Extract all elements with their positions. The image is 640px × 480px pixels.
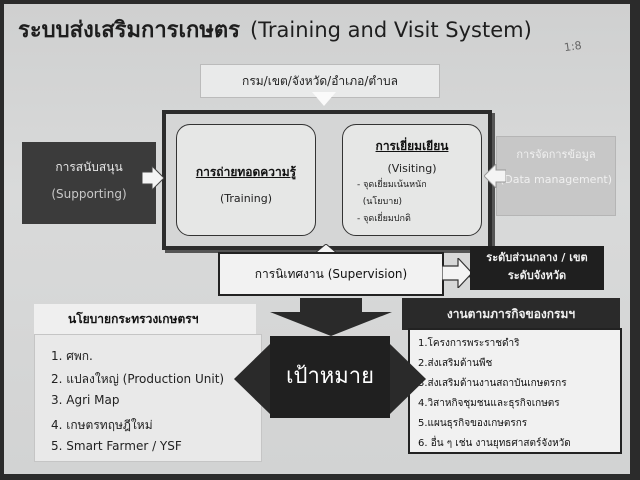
mission-title: งานตามภารกิจของกรมฯ	[402, 298, 620, 330]
data-management-english: (Data management)	[499, 173, 613, 186]
mission-item: 5.แผนธุรกิจของเกษตรกร	[418, 418, 528, 429]
policy-item: 1. ศพก.	[51, 349, 93, 363]
slide: ระบบส่งเสริมการเกษตร (Training and Visit …	[4, 4, 630, 474]
supporting-box: การสนับสนุน (Supporting)	[22, 142, 156, 224]
data-management-label: การจัดการข้อมูล	[516, 148, 596, 161]
policy-list: 1. ศพก. 2. แปลงใหญ่ (Production Unit) 3.…	[34, 334, 262, 462]
policy-title: นโยบายกระทรวงเกษตรฯ	[34, 304, 256, 334]
handwritten-note: 1:8	[563, 38, 583, 55]
visiting-bullets: - จุดเยี่ยมเน้นหนัก (นโยบาย) - จุดเยี่ยม…	[343, 177, 481, 228]
supporting-label: การสนับสนุน	[55, 160, 123, 174]
region-line-2: ระดับจังหวัด	[507, 269, 567, 282]
title-english: (Training and Visit System)	[249, 18, 532, 42]
left-arrow-icon	[234, 344, 270, 414]
mission-item: 6. อื่น ๆ เช่น งานยุทธศาสตร์จังหวัด	[418, 438, 571, 449]
visiting-bullet: (นโยบาย)	[362, 197, 403, 207]
down-arrow-icon	[270, 298, 392, 336]
mission-item: 3.ส่งเสริมด้านงานสถาบันเกษตรกร	[418, 378, 567, 389]
policy-item: 4. เกษตรทฤษฎีใหม่	[51, 418, 153, 432]
title-thai: ระบบส่งเสริมการเกษตร	[18, 18, 240, 43]
training-visiting-frame: การถ่ายทอดความรู้ (Training) การเยี่ยมเย…	[162, 110, 508, 286]
right-arrow-icon	[442, 258, 472, 288]
training-label: การถ่ายทอดความรู้	[195, 165, 297, 179]
training-box: การถ่ายทอดความรู้ (Training)	[176, 124, 316, 236]
target-box: เป้าหมาย	[270, 336, 390, 418]
slide-title: ระบบส่งเสริมการเกษตร (Training and Visit …	[18, 12, 532, 47]
policy-item: 5. Smart Farmer / YSF	[51, 439, 182, 453]
visiting-bullet: - จุดเยี่ยมปกติ	[357, 214, 411, 224]
mission-item: 1.โครงการพระราชดำริ	[418, 338, 520, 349]
visiting-box: การเยี่ยมเยียน (Visiting) - จุดเยี่ยมเน้…	[342, 124, 482, 236]
right-arrow-icon	[390, 344, 426, 414]
mission-item: 2.ส่งเสริมด้านพืช	[418, 358, 493, 369]
supervision-english: (Supervision)	[327, 267, 408, 281]
visiting-english: (Visiting)	[387, 162, 437, 175]
mission-list: 1.โครงการพระราชดำริ 2.ส่งเสริมด้านพืช 3.…	[408, 328, 622, 454]
region-level-box: ระดับส่วนกลาง / เขต ระดับจังหวัด	[470, 246, 604, 290]
policy-item: 2. แปลงใหญ่ (Production Unit)	[51, 372, 225, 386]
right-arrow-icon	[142, 166, 164, 190]
data-management-box: การจัดการข้อมูล (Data management)	[496, 136, 616, 216]
supporting-english: (Supporting)	[51, 187, 127, 201]
region-line-1: ระดับส่วนกลาง / เขต	[486, 251, 588, 264]
left-arrow-icon	[484, 164, 506, 188]
policy-item: 3. Agri Map	[51, 393, 120, 407]
training-english: (Training)	[220, 192, 272, 205]
visiting-label: การเยี่ยมเยียน	[375, 139, 449, 153]
down-arrow-icon	[312, 92, 336, 106]
supervision-label: การนิเทศงาน	[254, 267, 324, 281]
mission-item: 4.วิสาหกิจชุมชนและธุรกิจเกษตร	[418, 398, 560, 409]
visiting-bullet: - จุดเยี่ยมเน้นหนัก	[357, 180, 427, 190]
supervision-box: การนิเทศงาน (Supervision)	[218, 252, 444, 296]
